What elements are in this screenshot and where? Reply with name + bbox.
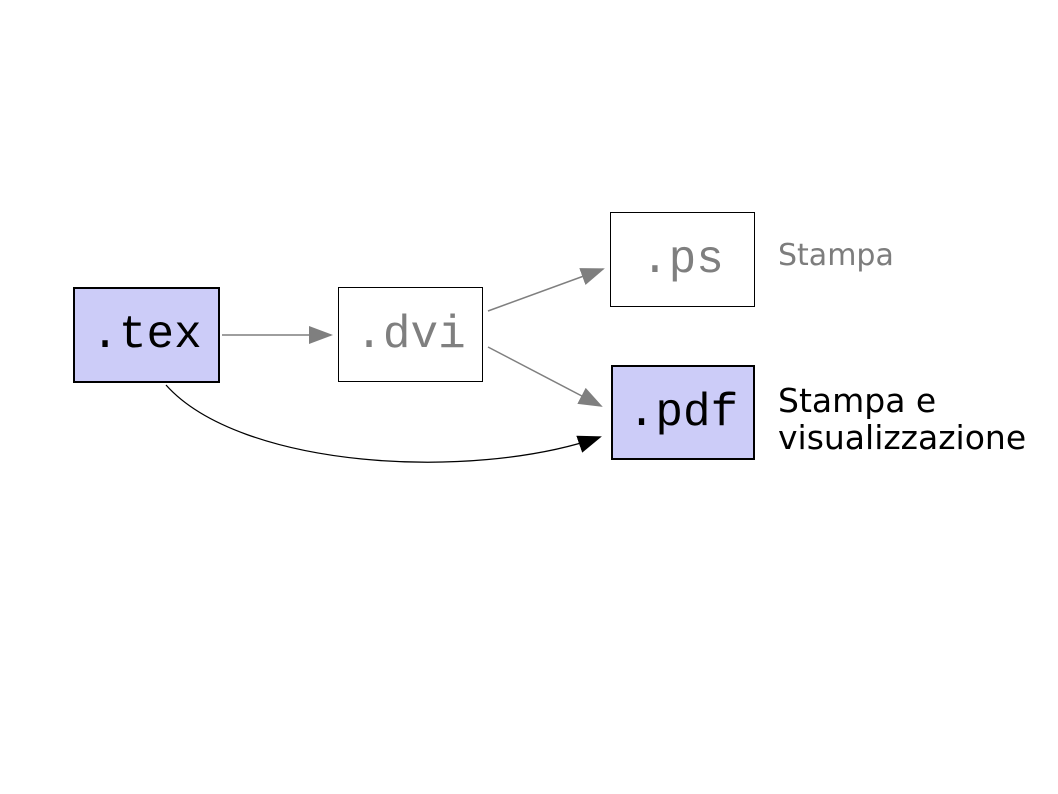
node-ps-label: .ps (641, 233, 724, 286)
annotation-pdf: Stampa e visualizzazione (778, 382, 1026, 456)
arrow-dvi-to-pdf (487, 346, 603, 407)
node-ps: .ps (610, 212, 755, 307)
node-dvi-label: .dvi (355, 308, 466, 361)
node-pdf: .pdf (611, 365, 755, 460)
annotation-ps-text: Stampa (778, 238, 894, 273)
arrow-tex-to-pdf-curved (165, 384, 602, 463)
node-dvi: .dvi (338, 287, 483, 382)
annotation-pdf-line-1: Stampa e (778, 381, 937, 420)
node-pdf-label: .pdf (627, 386, 739, 439)
node-tex-label: .tex (91, 309, 202, 361)
annotation-ps: Stampa (778, 238, 894, 274)
node-tex: .tex (73, 287, 220, 383)
annotation-pdf-line-2: visualizzazione (778, 418, 1027, 457)
arrow-dvi-to-ps (487, 268, 605, 312)
